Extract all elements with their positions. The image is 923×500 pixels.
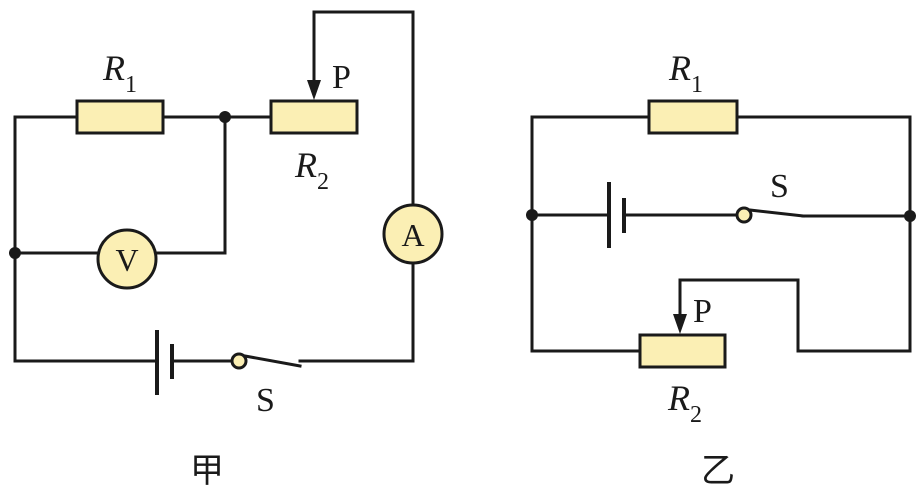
yi-slider-label: P <box>693 293 712 330</box>
yi-slider-arrowhead <box>673 314 687 334</box>
voltmeter <box>96 228 158 290</box>
jia-junction-top <box>219 111 231 123</box>
voltmeter-label: V <box>115 242 138 278</box>
jia-slider-label: P <box>332 59 351 96</box>
jia-wire-top-left <box>13 115 157 363</box>
circuit-yi: R1 R2 P S 乙 <box>526 48 916 491</box>
yi-r1-label: R1 <box>668 48 703 98</box>
ammeter-label: A <box>401 217 424 253</box>
yi-junction-left <box>526 209 538 221</box>
circuit-jia: R1 R2 P V A S 甲 <box>9 10 444 491</box>
jia-slider-arrowhead <box>307 80 321 100</box>
jia-wire-ammeter-bottom <box>298 260 415 363</box>
yi-resistor-r1 <box>647 99 739 135</box>
yi-wire-left-loop <box>530 115 651 353</box>
yi-wire-right-loop <box>678 115 912 353</box>
jia-switch-pivot <box>230 352 248 370</box>
jia-wire-slider <box>312 10 415 207</box>
jia-junction-left <box>9 247 21 259</box>
jia-resistor-r1 <box>75 99 165 135</box>
yi-r2-label: R2 <box>667 378 702 428</box>
jia-resistor-r2 <box>269 99 359 135</box>
yi-switch-blade <box>748 208 805 218</box>
yi-junction-right <box>904 210 916 222</box>
yi-caption: 乙 <box>701 451 735 491</box>
jia-switch-blade <box>243 354 302 368</box>
yi-switch-pivot <box>735 206 753 224</box>
jia-r1-label: R1 <box>102 48 137 98</box>
jia-caption: 甲 <box>190 451 224 491</box>
ammeter <box>382 203 444 265</box>
yi-resistor-r2 <box>638 333 727 369</box>
jia-r2-label: R2 <box>294 145 329 195</box>
jia-switch-label: S <box>256 382 275 419</box>
yi-switch-label: S <box>770 168 789 205</box>
